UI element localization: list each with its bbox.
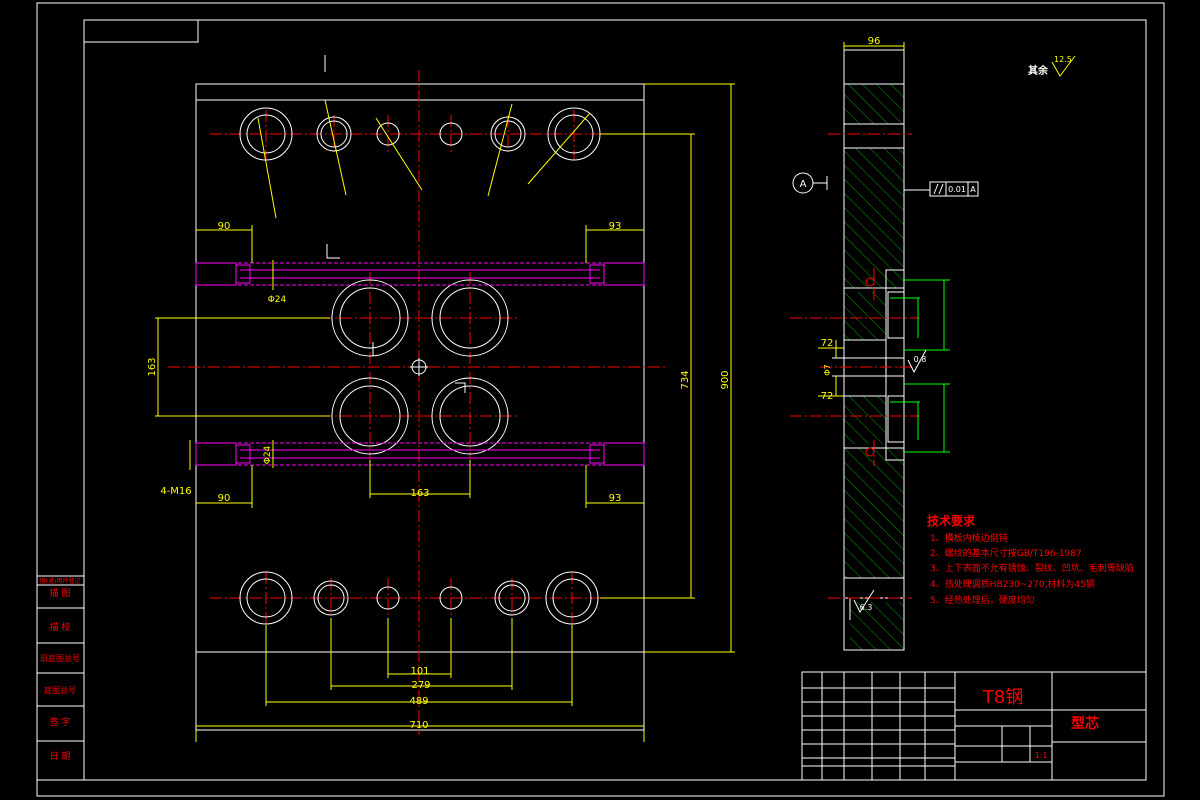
dim-279: 279 (411, 680, 430, 691)
tech-item: 3、上下表面不允有锈蚀、裂纹、凹坑、毛刺等缺陷 (930, 562, 1134, 574)
tech-item: 4、热处理调质HB230~270,材料为45钢 (930, 578, 1095, 590)
left-strip: 借(通)用件登记 描 图 描 校 旧底图总号 底图总号 签 字 日 期 (36, 575, 85, 781)
strip-label: 描 图 (50, 587, 71, 599)
roughness-note-value: 12.5 (1054, 55, 1072, 64)
dim-72-bottom: 72 (821, 391, 834, 402)
plate-outline (195, 83, 645, 731)
dim-72-top: 72 (821, 338, 834, 349)
hole-leaders (257, 99, 591, 219)
material-label: T8钢 (982, 687, 1023, 708)
dim-90-top: 90 (218, 221, 231, 232)
front-view: 710 489 279 101 163 90 93 90 93 4-M16 16… (147, 55, 735, 742)
dim-710: 710 (409, 720, 428, 731)
dim-101: 101 (410, 666, 429, 677)
tech-requirements: 技术要求 1、模板内棱边倒钝 2、螺纹的基本尺寸按GB/T196-1987 3、… (927, 513, 1134, 606)
dim-phi24-bottom: Φ24 (263, 445, 273, 464)
strip-label: 签 字 (50, 716, 71, 728)
dim-900: 900 (720, 370, 731, 389)
dim-93-bottom: 93 (609, 493, 622, 504)
roughness-note-label: 其余 (1028, 64, 1049, 77)
parallel-value: 0.01 (948, 185, 966, 194)
strip-label: 旧底图总号 (40, 653, 80, 663)
dim-163-vertical: 163 (147, 357, 158, 376)
dim-489: 489 (409, 696, 428, 707)
datum-label: A (800, 179, 807, 190)
strip-label: 借(通)用件登记 (40, 577, 81, 585)
part-name: 型芯 (1071, 715, 1099, 732)
dim-phi7: Φ7 (823, 364, 832, 375)
strip-label: 日 期 (50, 751, 71, 762)
dim-163-horizontal: 163 (410, 488, 429, 499)
strip-label: 描 校 (50, 621, 71, 633)
strip-label: 底图总号 (44, 685, 76, 695)
thread-note: 4-M16 (160, 486, 191, 497)
roughness-note: 其余 12.5 (1028, 55, 1076, 77)
dimension-lines (155, 83, 735, 742)
roughness-0-8: 0.8 (914, 355, 927, 364)
tech-title: 技术要求 (927, 513, 976, 528)
parallel-datum: A (970, 185, 976, 194)
sheet-border (36, 2, 1165, 797)
side-view: A 0.01 A 96 72 72 Φ7 0.8 6.3 (790, 36, 979, 651)
roughness-6-3: 6.3 (860, 603, 873, 612)
tech-item: 1、模板内棱边倒钝 (930, 532, 1008, 544)
dim-734: 734 (680, 370, 691, 389)
tech-item: 2、螺纹的基本尺寸按GB/T196-1987 (930, 547, 1082, 559)
datum-a: A (792, 172, 828, 194)
cooling-channels (195, 262, 645, 466)
dim-96: 96 (868, 36, 881, 47)
dim-93-top: 93 (609, 221, 622, 232)
dim-90-bottom: 90 (218, 493, 231, 504)
dim-phi24-top: Φ24 (268, 295, 287, 305)
title-block: T8钢 型芯 1:1 (801, 671, 1147, 781)
bottom-hole-row (239, 571, 599, 625)
scale-value: 1:1 (1035, 751, 1048, 760)
cavity-bores (331, 279, 509, 455)
tech-item: 5、经热处理后，硬度均匀 (930, 594, 1035, 606)
parallelism-tolerance: 0.01 A (904, 181, 979, 197)
